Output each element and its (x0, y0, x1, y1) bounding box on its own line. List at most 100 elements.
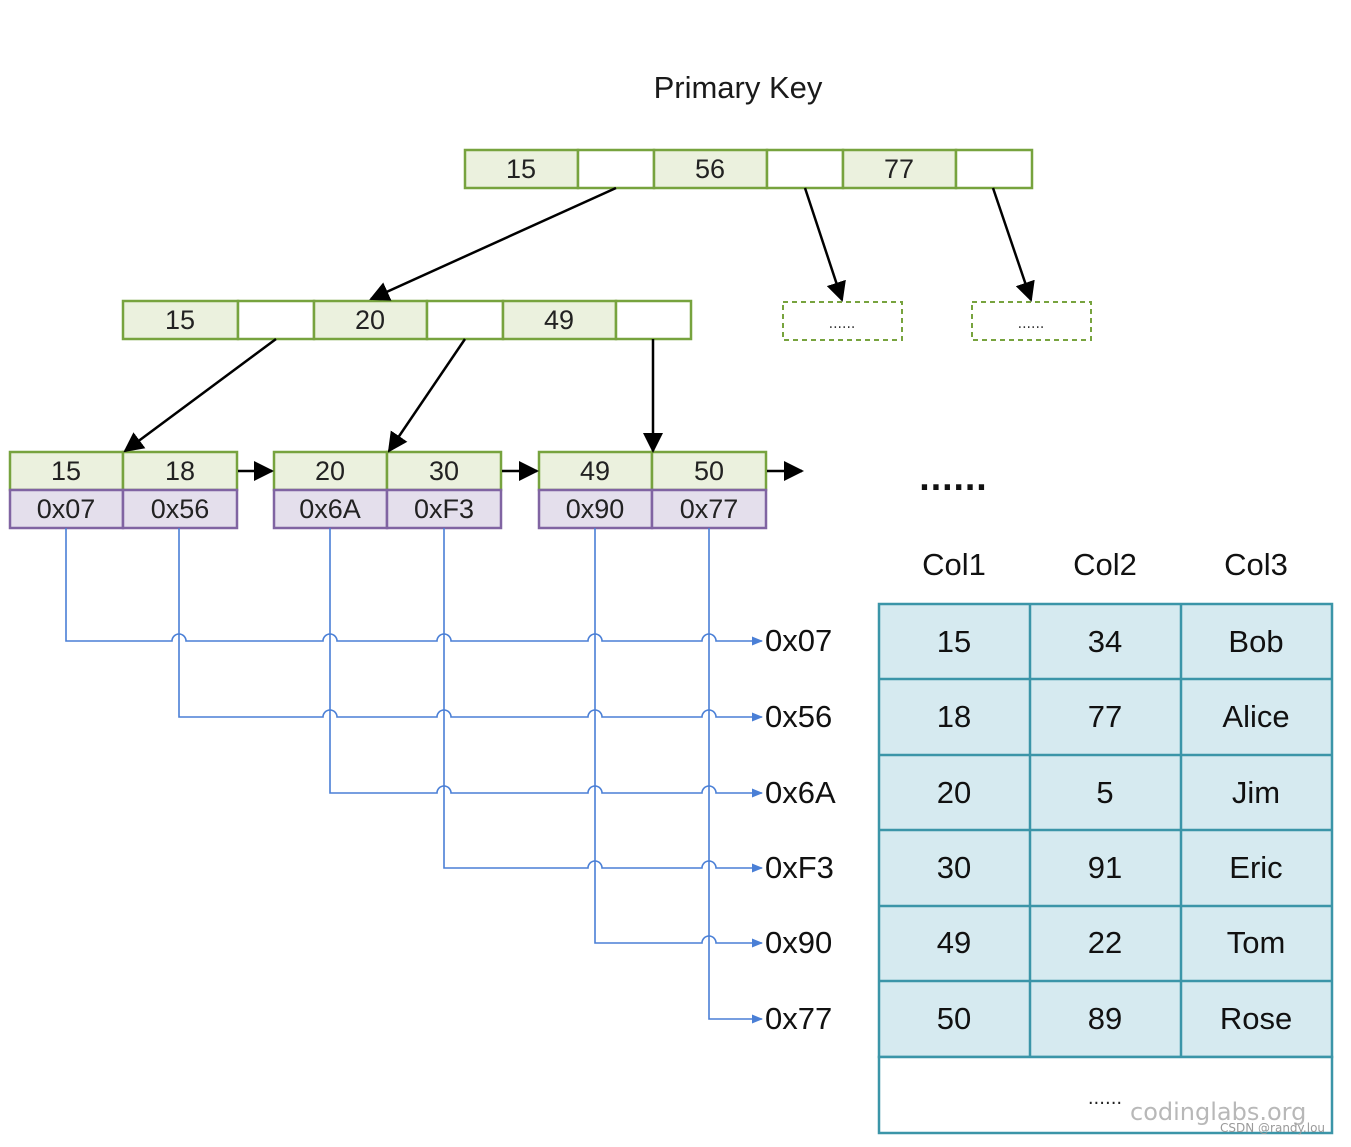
table-cell: 15 (937, 624, 971, 659)
table-cell: Tom (1227, 925, 1286, 960)
table-header: Col1 Col2 Col3 (922, 547, 1288, 582)
table-row: 49 22 Tom (937, 925, 1286, 960)
arrow-internal-to-leaf (387, 338, 467, 453)
internal-key: 20 (355, 305, 385, 335)
data-table: 15 34 Bob 18 77 Alice 20 5 Jim 30 91 Eri… (877, 602, 1334, 1135)
table-cell: Rose (1220, 1001, 1292, 1036)
root-node: 15 56 77 (463, 148, 1034, 190)
pointer-label: 0x90 (765, 925, 832, 960)
data-pointer-lines (65, 528, 764, 1024)
internal-pointer-2 (425, 299, 505, 341)
tree-arrows (123, 186, 1035, 481)
table-row: 20 5 Jim (937, 775, 1280, 810)
leaf-key: 30 (429, 456, 459, 486)
internal-pointer-3 (614, 299, 693, 341)
table-cell: Jim (1232, 775, 1280, 810)
table-cell: 77 (1088, 699, 1122, 734)
placeholder-ellipsis: ...... (829, 316, 856, 332)
root-pointer-1 (576, 148, 656, 190)
pointer-line-0x90 (594, 528, 764, 948)
pointer-line-0x77 (708, 528, 764, 1024)
table-cell: 50 (937, 1001, 971, 1036)
arrow-root-to-placeholder (991, 187, 1035, 302)
root-key: 56 (695, 154, 725, 184)
column-header: Col2 (1073, 547, 1137, 582)
leaf-address: 0x6A (299, 494, 361, 524)
leaf-node: 49 50 0x90 0x77 (537, 450, 768, 530)
table-row: 30 91 Eric (937, 850, 1283, 885)
root-key: 77 (884, 154, 914, 184)
table-cell: 89 (1088, 1001, 1122, 1036)
placeholder-node: ...... (971, 301, 1092, 341)
pointer-line-0x6A (329, 528, 764, 798)
leaf-key-cell (650, 450, 768, 492)
table-cell: 49 (937, 925, 971, 960)
arrow-internal-to-leaf (123, 337, 277, 453)
pointer-labels: 0x07 0x56 0x6A 0xF3 0x90 0x77 (765, 623, 836, 1036)
leaf-key-cell (272, 450, 389, 492)
table-row: 18 77 Alice (937, 699, 1290, 734)
leaf-address: 0x56 (151, 494, 210, 524)
internal-pointer-1 (236, 299, 316, 341)
arrow-root-to-internal (369, 186, 617, 301)
root-pointer-3 (954, 148, 1034, 190)
table-cell: Eric (1229, 850, 1282, 885)
root-key: 15 (506, 154, 536, 184)
pointer-label: 0x77 (765, 1001, 832, 1036)
pointer-label: 0x6A (765, 775, 836, 810)
leaf-key: 20 (315, 456, 345, 486)
table-row: 50 89 Rose (937, 1001, 1292, 1036)
placeholder-box (971, 301, 1092, 341)
pointer-label: 0x56 (765, 699, 832, 734)
arrow-root-to-placeholder (803, 187, 846, 302)
internal-cell-2 (312, 299, 429, 341)
leaf-address-cell (385, 488, 503, 530)
placeholder-box (782, 301, 903, 341)
leaf-address: 0xF3 (414, 494, 474, 524)
internal-cell-3 (501, 299, 618, 341)
root-pointer-2 (765, 148, 845, 190)
internal-key: 15 (165, 305, 195, 335)
leaf-node: 20 30 0x6A 0xF3 (272, 450, 503, 530)
leaf-key-cell (8, 450, 125, 492)
leaf-address: 0x07 (37, 494, 96, 524)
pointer-line-0x56 (178, 528, 764, 722)
leaf-continuation-ellipsis: ...... (919, 463, 987, 498)
root-cell-3 (841, 148, 958, 190)
placeholder-node: ...... (782, 301, 903, 341)
leaf-address: 0x77 (680, 494, 739, 524)
leaf-key-cell (537, 450, 654, 492)
pointer-label: 0x07 (765, 623, 832, 658)
leaf-address-cell (8, 488, 125, 530)
leaf-address-cell (121, 488, 239, 530)
column-header: Col1 (922, 547, 986, 582)
leaf-address-cell (650, 488, 768, 530)
credit-watermark: CSDN @randy.lou (1220, 1121, 1326, 1135)
leaf-address-cell (537, 488, 654, 530)
table-more-ellipsis: ...... (1088, 1088, 1122, 1109)
table-cell: 30 (937, 850, 971, 885)
internal-key: 49 (544, 305, 574, 335)
leaf-key: 50 (694, 456, 724, 486)
leaf-key: 18 (165, 456, 195, 486)
table-cell: 91 (1088, 850, 1122, 885)
table-cell: 22 (1088, 925, 1122, 960)
root-cell-1 (463, 148, 580, 190)
leaf-key-cell (121, 450, 239, 492)
watermark: codinglabs.org (1130, 1098, 1307, 1126)
pointer-line-0x07 (65, 528, 764, 646)
pointer-line-0xF3 (443, 528, 764, 873)
table-cell: 20 (937, 775, 971, 810)
table-row: 15 34 Bob (937, 624, 1284, 659)
leaf-address-cell (272, 488, 389, 530)
table-cell: Alice (1222, 699, 1289, 734)
leaf-node: 15 18 0x07 0x56 (8, 450, 239, 530)
placeholder-ellipsis: ...... (1018, 316, 1045, 332)
leaf-key: 15 (51, 456, 81, 486)
leaf-address: 0x90 (566, 494, 625, 524)
root-cell-2 (652, 148, 769, 190)
column-header: Col3 (1224, 547, 1288, 582)
table-cell: 18 (937, 699, 971, 734)
